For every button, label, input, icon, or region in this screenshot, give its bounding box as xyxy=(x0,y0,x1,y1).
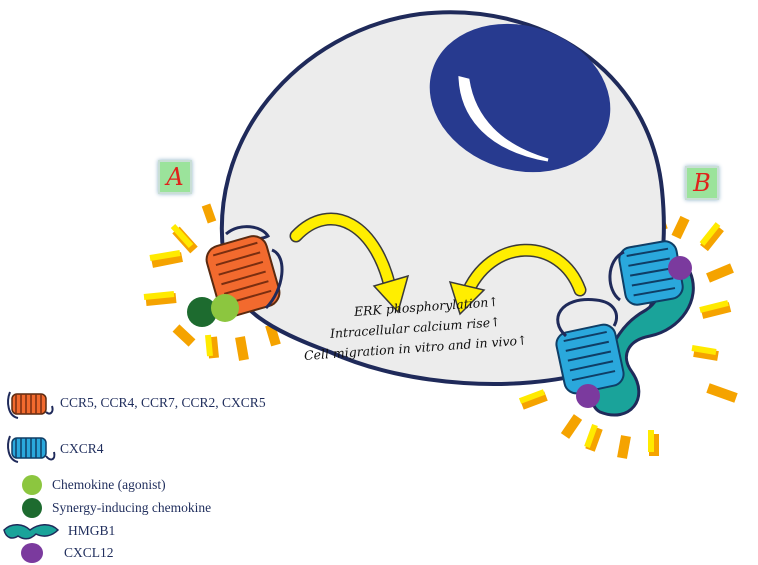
nucleus xyxy=(429,23,611,173)
orange-receptor-icon xyxy=(7,391,54,419)
signaling-arrow-left xyxy=(289,212,410,314)
legend-label-ccr: CCR5, CCR4, CCR7, CCR2, CXCR5 xyxy=(60,395,266,410)
legend-label-cxcl12: CXCL12 xyxy=(64,545,114,560)
legend-label-chemokine-agonist: Chemokine (agonist) xyxy=(52,477,166,492)
cxcl12-dot-lower xyxy=(576,384,600,408)
synergy-chemokine-dot xyxy=(187,297,217,327)
blue-receptor-icon xyxy=(7,435,56,463)
cxcl12-dot-upper xyxy=(668,256,692,280)
teal-hmgb1-icon xyxy=(3,524,60,540)
dark-green-circle-icon xyxy=(22,498,42,518)
panel-label-b: B xyxy=(685,166,719,200)
signaling-arrow-right xyxy=(448,243,587,316)
blue-receptor-cxcr4-upper xyxy=(608,240,684,306)
light-green-circle-icon xyxy=(22,475,42,495)
legend-label-cxcr4: CXCR4 xyxy=(60,441,104,456)
legend-label-hmgb1: HMGB1 xyxy=(68,523,116,538)
purple-circle-icon xyxy=(21,543,43,563)
legend-label-synergy-chemokine: Synergy-inducing chemokine xyxy=(52,500,212,515)
chemokine-agonist-dot xyxy=(211,294,239,322)
panel-label-a: A xyxy=(158,160,192,194)
blue-receptor-cxcr4-lower xyxy=(555,298,625,395)
